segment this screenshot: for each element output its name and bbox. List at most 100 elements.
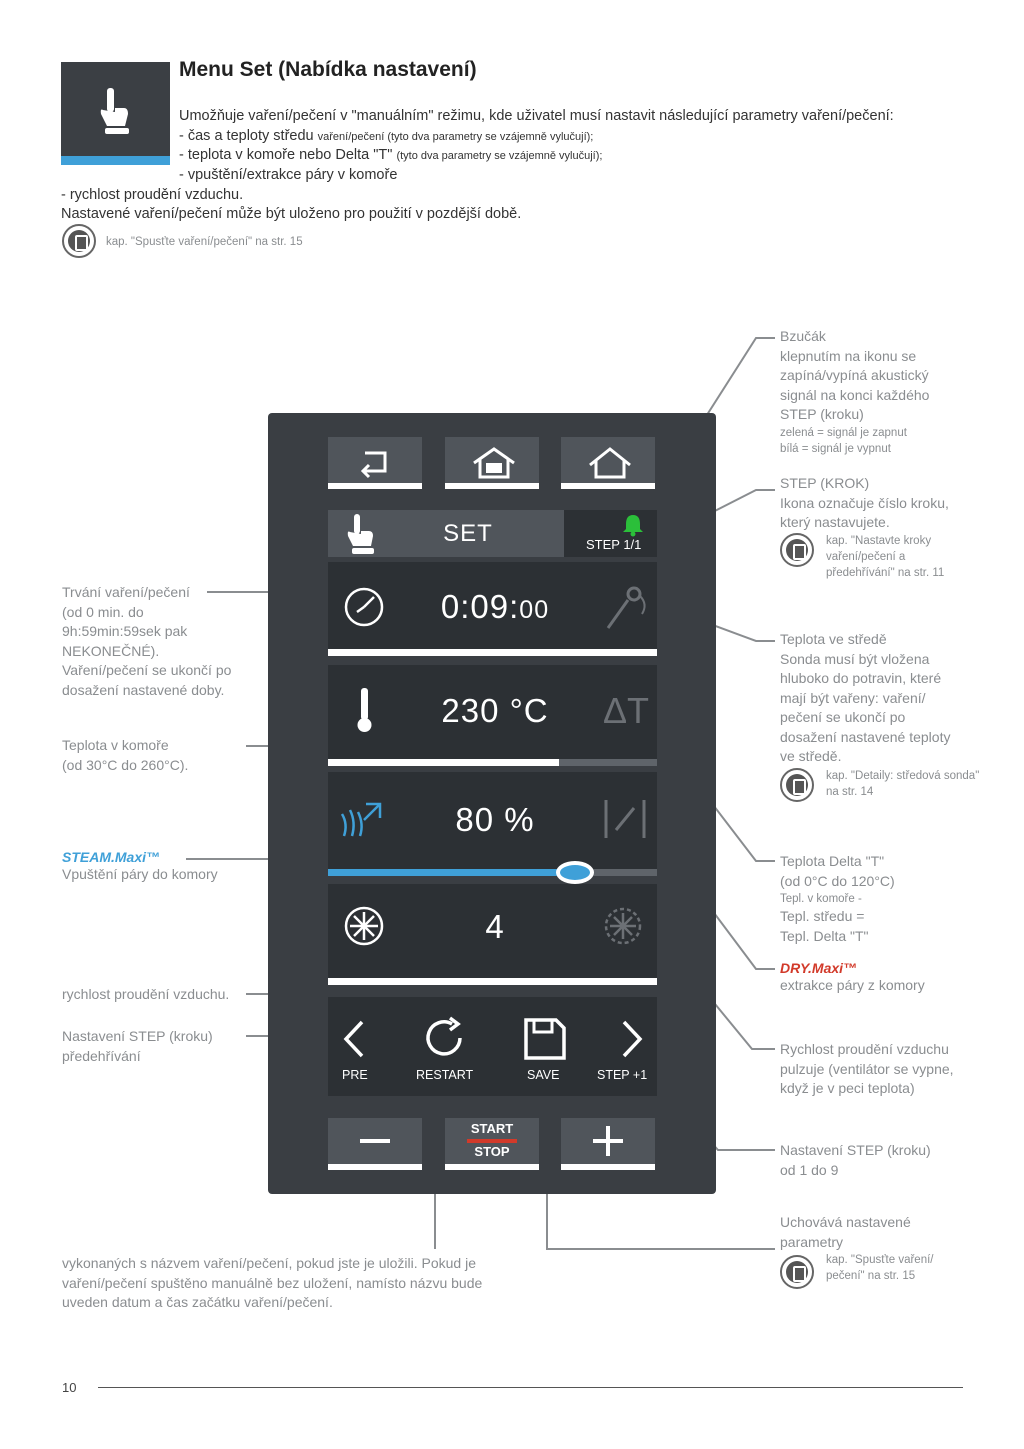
steam-row[interactable] [328, 772, 657, 872]
temperature-fill [328, 759, 559, 766]
note-line: klepnutím na ikonu se [780, 347, 917, 364]
note-small: Tepl. v komoře - [780, 893, 862, 905]
hand-pointer-icon [347, 514, 374, 554]
core-ref[interactable]: kap. "Detaily: středová sonda" na str. 1… [826, 768, 979, 800]
note-line: mají být vařeny: vaření/ [780, 689, 926, 706]
note-title: Teplota ve středě [780, 631, 887, 647]
note-line: pečení se ukončí po [780, 709, 906, 725]
note-line: signál na konci každého [780, 386, 930, 403]
core-temp-annotation: Teplota ve středě Sonda musí být vložena… [780, 630, 980, 767]
bullet-fan: - rychlost proudění vzduchu. [61, 187, 244, 203]
ref-link[interactable]: kap. "Spusťte vaření/pečení" na str. 15 [106, 236, 303, 248]
note-line: Tepl. Delta "T" [780, 927, 869, 944]
bell-icon[interactable] [622, 513, 644, 537]
steam-fill [328, 869, 575, 876]
steam-maxi-brand: STEAM.Maxi™ [62, 849, 161, 865]
dry-maxi-annotation: DRY.Maxi™ extrakce páry z komory [780, 960, 980, 996]
my-home-button[interactable] [445, 437, 539, 489]
home-button[interactable] [561, 437, 655, 489]
note-line: dosažení nastavené teploty [780, 728, 951, 745]
pre-annotation: Nastavení STEP (kroku) předehřívání [62, 1027, 242, 1066]
restart-annotation: vykonaných s názvem vaření/pečení, pokud… [62, 1254, 532, 1313]
thermometer-icon [357, 688, 372, 732]
section-icon [61, 62, 170, 165]
temperature-value[interactable]: 230 °C [441, 692, 549, 729]
ref-line: kap. "Spusťte vaření/ [826, 1254, 934, 1266]
minus-button[interactable] [328, 1118, 422, 1170]
ref-line: vaření/pečení a [826, 551, 906, 563]
fan-pulse-icon[interactable] [600, 904, 646, 948]
step-plus-annotation: Nastavení STEP (kroku) od 1 do 9 [780, 1141, 980, 1180]
button-underline [445, 1164, 539, 1170]
time-value[interactable]: 0:09:00 [340, 588, 650, 626]
bullet-chamber-temp: - teplota v komoře nebo Delta "T" (tyto … [179, 146, 602, 167]
pre-button[interactable]: PRE [330, 1010, 380, 1092]
note-line: (od 0 min. do [62, 603, 144, 620]
fan-icon [344, 906, 384, 946]
note-title: Uchovává nastavené [780, 1214, 911, 1230]
bullet-main: - teplota v komoře nebo Delta "T" [179, 147, 397, 163]
temperature-row[interactable] [328, 665, 657, 763]
bullet-main: - čas a teploty středu [179, 128, 318, 144]
note-line: Vaření/pečení se ukončí po [62, 662, 232, 678]
time-main: 0:09: [440, 588, 520, 625]
time-seconds: 00 [519, 596, 550, 624]
note-title: Nastavení STEP (kroku) [62, 1028, 213, 1044]
note-line: hluboko do potravin, které [780, 670, 942, 686]
note-line: extrakce páry z komory [780, 977, 925, 993]
time-rule [328, 649, 657, 656]
note-line: Vpuštění páry do komory [62, 866, 218, 882]
restart-button[interactable]: RESTART [408, 1010, 488, 1092]
note-line: předehřívání [62, 1047, 141, 1064]
time-annotation: Trvání vaření/pečení (od 0 min. do 9h:59… [62, 583, 262, 700]
fan-speed-value[interactable]: 4 [485, 908, 505, 945]
fan-pulse-annotation: Rychlost proudění vzduchu pulzuje (venti… [780, 1040, 990, 1099]
note-line: parametry [780, 1233, 844, 1250]
delta-t-annotation: Teplota Delta "T" (od 0°C do 120°C) Tepl… [780, 852, 980, 946]
bullet-small: (tyto dva parametry se vzájemně vylučují… [396, 150, 603, 162]
save-annotation: Uchovává nastavené parametry [780, 1213, 980, 1252]
note-title: Nastavení STEP (kroku) [780, 1142, 931, 1158]
clock-icon [344, 587, 384, 627]
save-disk-icon [524, 1018, 566, 1060]
delta-t-icon[interactable]: ΔT [603, 690, 650, 731]
ref-line: předehřívání" na str. 11 [826, 567, 945, 579]
note-line: Sonda musí být vložena [780, 650, 930, 667]
step-ref[interactable]: kap. "Nastavte kroky vaření/pečení a pře… [826, 533, 944, 581]
start-stop-button[interactable]: START STOP [445, 1118, 539, 1170]
note-line: vaření/pečení spuštěno manuálně bez ulož… [62, 1274, 483, 1291]
my-home-icon [473, 447, 515, 479]
plus-button[interactable] [561, 1118, 655, 1170]
steam-slider-handle[interactable] [555, 861, 594, 884]
steam-icon [340, 802, 382, 837]
restart-label: RESTART [416, 1068, 474, 1082]
fan-row[interactable] [328, 884, 657, 978]
note-title: Teplota Delta "T" [780, 853, 885, 869]
page-number: 10 [62, 1380, 77, 1395]
note-line: 9h:59min:59sek pak [62, 623, 188, 639]
save-ref[interactable]: kap. "Spusťte vaření/ pečení" na str. 15 [826, 1252, 933, 1284]
start-label: START [470, 1121, 514, 1136]
plus-icon [593, 1126, 623, 1156]
bullet-core-time: - čas a teploty středu vaření/pečení (ty… [179, 127, 593, 148]
step-plus-button[interactable]: STEP +1 [592, 1010, 654, 1092]
button-underline [561, 1164, 655, 1170]
minus-icon [360, 1139, 390, 1143]
restart-icon [426, 1016, 462, 1056]
steam-value[interactable]: 80 % [455, 801, 535, 838]
dry-maxi-brand: DRY.Maxi™ [780, 960, 858, 976]
dry-maxi-icon[interactable] [602, 798, 648, 840]
note-line: který nastavujete. [780, 514, 890, 530]
note-title: Trvání vaření/pečení [62, 584, 190, 600]
book-ref-icon [780, 533, 814, 567]
start-stop-divider [467, 1139, 517, 1143]
note-title: STEP (KROK) [780, 475, 870, 491]
intro-text: Umožňuje vaření/pečení v "manuálním" rež… [179, 108, 894, 124]
note-line: (od 0°C do 120°C) [780, 872, 895, 889]
note-line: NEKONEČNÉ). [62, 642, 160, 659]
pre-label: PRE [342, 1068, 368, 1082]
core-probe-icon[interactable] [602, 584, 650, 632]
back-button[interactable] [328, 437, 422, 489]
note-line: (od 30°C do 260°C). [62, 756, 189, 773]
save-button[interactable]: SAVE [518, 1010, 574, 1092]
